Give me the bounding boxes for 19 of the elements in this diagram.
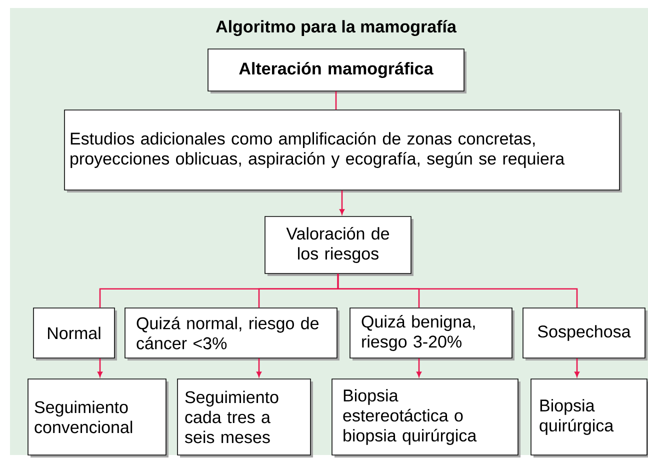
process-box: Sospechosa <box>522 308 648 360</box>
connector <box>337 274 578 308</box>
process-box: Estudios adicionales como amplificación de zonas concretas, proyecciones oblicuas, aspiración y ecografía, según se requiera <box>64 110 622 192</box>
connector <box>98 358 102 377</box>
process-box: Quizá normal, riesgo de cáncer <3% <box>124 308 340 360</box>
process-box: Valoración de los riesgos <box>264 216 414 276</box>
process-box: Biopsia estereotáctica o biopsia quirúrgica <box>332 378 520 458</box>
process-box: Alteración mamográfica <box>208 48 466 94</box>
connector <box>335 91 337 110</box>
connector <box>340 190 344 214</box>
title: Algoritmo para la mamografía <box>216 20 457 36</box>
connector <box>416 358 422 377</box>
process-box: Quizá benigna, riesgo 3-20% <box>350 308 514 360</box>
process-box: Biopsia quirúrgica <box>530 378 648 458</box>
connector <box>256 358 262 377</box>
process-box: Normal <box>33 308 117 360</box>
process-box: Seguimiento cada tres a seis meses <box>177 378 313 458</box>
process-box: Seguimiento convencional <box>28 378 168 458</box>
connector <box>574 358 580 377</box>
